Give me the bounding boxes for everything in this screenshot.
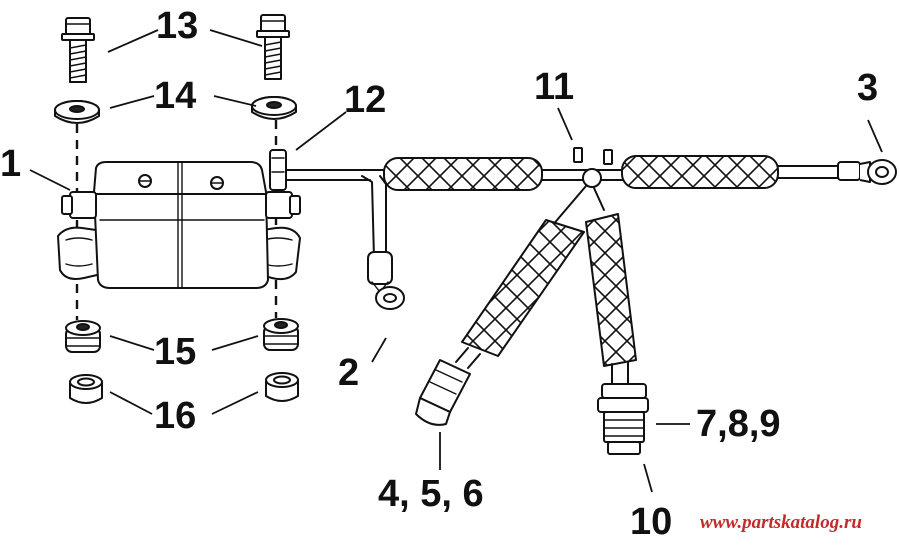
callout-10: 10 [630, 501, 672, 543]
washer-right [251, 96, 297, 120]
callout-3: 3 [857, 67, 878, 109]
callout-14: 14 [154, 75, 196, 117]
bolt-left [61, 17, 95, 83]
callout-13: 13 [156, 5, 198, 47]
sleeve-left [69, 374, 103, 404]
callout-16: 16 [154, 395, 196, 437]
grommet-right [263, 318, 299, 351]
bolt-right [256, 14, 290, 80]
callout-11: 11 [534, 66, 574, 108]
callout-15: 15 [154, 331, 196, 373]
rectifier-module [57, 149, 301, 289]
sleeve-right [265, 372, 299, 402]
grommet-left [65, 320, 101, 353]
callout-12: 12 [344, 79, 386, 121]
callout-2: 2 [338, 352, 359, 394]
callout-4-5-6: 4, 5, 6 [378, 473, 484, 515]
callout-7-8-9: 7,8,9 [696, 403, 781, 445]
washer-left [54, 100, 100, 124]
leader-lines [29, 29, 883, 493]
wire-harness [285, 147, 897, 455]
callout-1: 1 [0, 143, 21, 185]
watermark-text: www.partskatalog.ru [700, 512, 862, 533]
